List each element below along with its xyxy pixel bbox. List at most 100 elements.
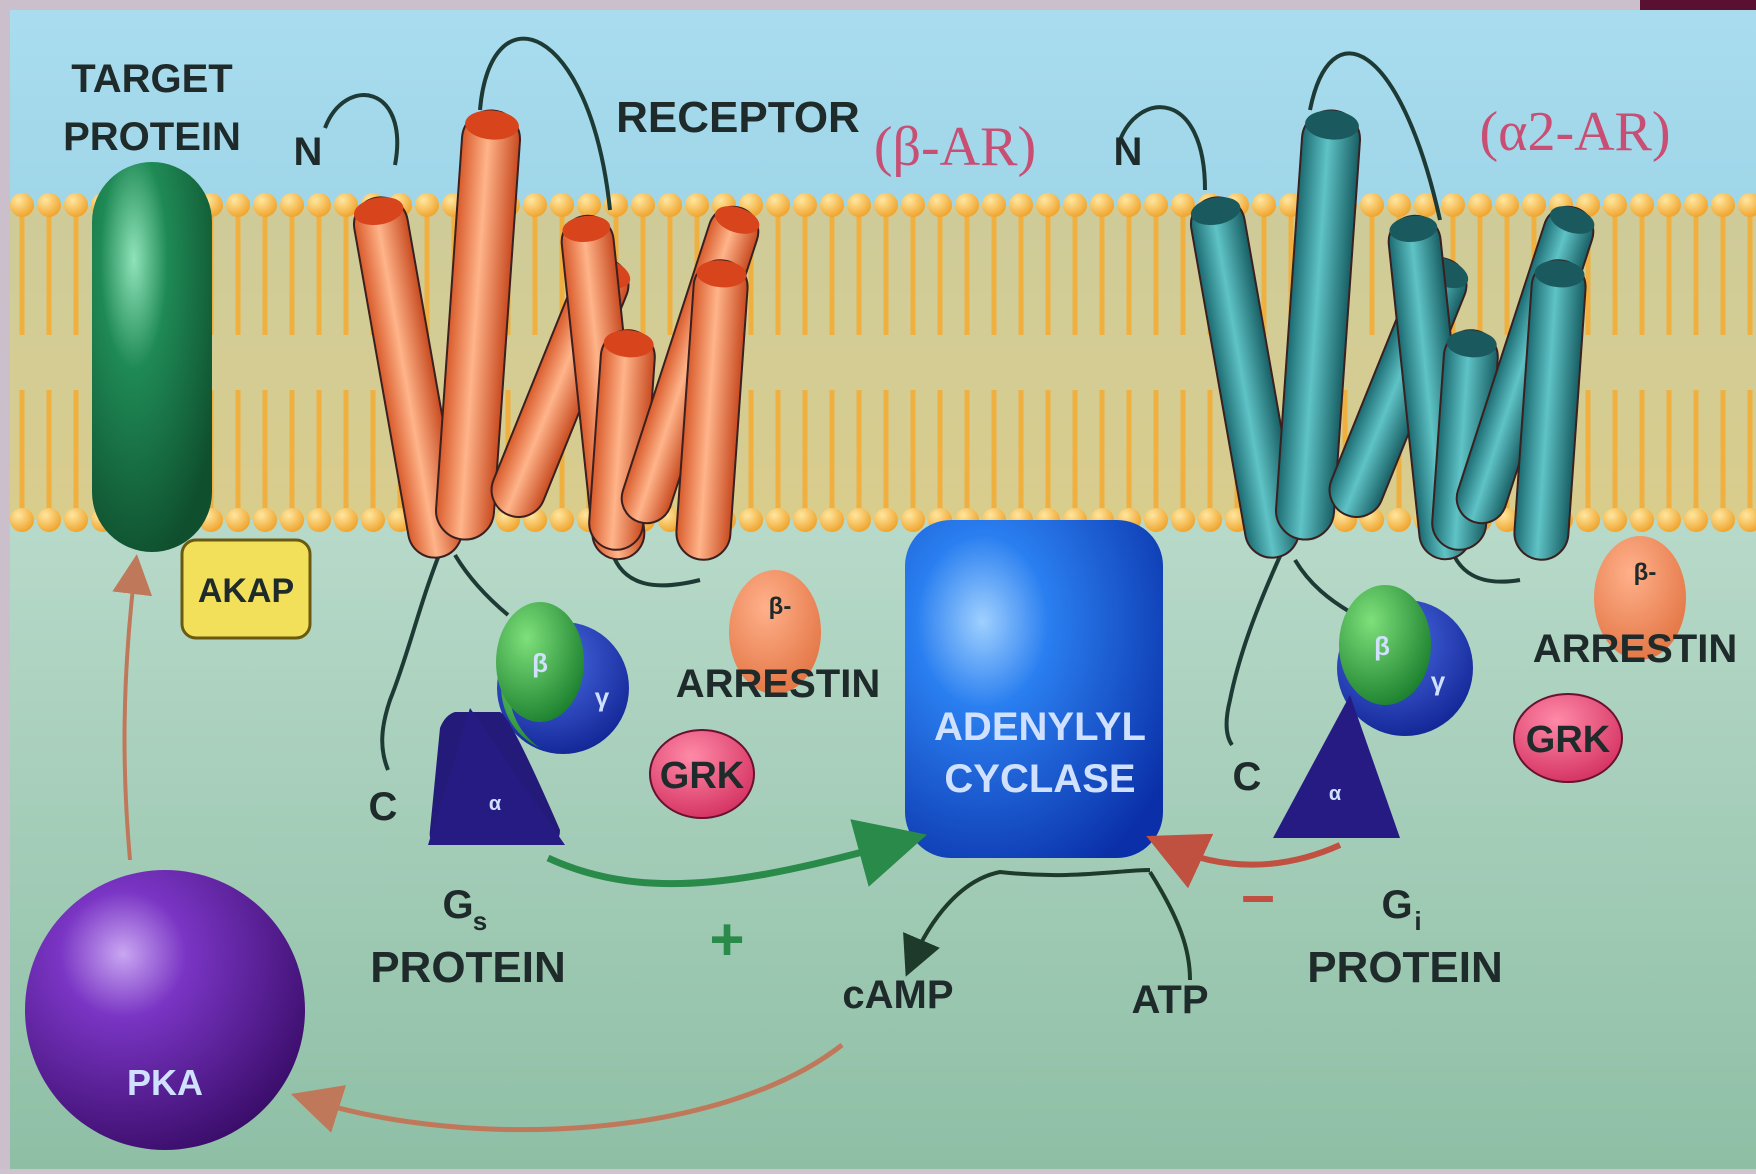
left-arrestin-badge: β-: [769, 593, 792, 620]
right-grk: GRK: [1514, 694, 1622, 782]
lipid-head: [1009, 193, 1033, 217]
lipid-head: [874, 193, 898, 217]
lipid-head: [928, 193, 952, 217]
corner-accent: [1640, 0, 1756, 10]
lipid-head: [1630, 193, 1654, 217]
lipid-head: [1360, 193, 1384, 217]
lipid-head: [10, 508, 34, 532]
gs-beta-label: β: [532, 648, 548, 678]
lipid-head: [253, 193, 277, 217]
lipid-head: [1144, 508, 1168, 532]
lipid-head: [280, 508, 304, 532]
target-protein-label-line2: PROTEIN: [63, 115, 241, 159]
gi-protein-label: PROTEIN: [1307, 943, 1503, 992]
lipid-head: [685, 193, 709, 217]
lipid-head: [280, 193, 304, 217]
left-arrestin-label: ARRESTIN: [676, 662, 880, 706]
gi-gamma-label: γ: [1431, 666, 1446, 696]
lipid-head: [1522, 193, 1546, 217]
lipid-head: [658, 193, 682, 217]
gs-gamma-label: γ: [595, 682, 610, 712]
lipid-head: [1198, 508, 1222, 532]
cyclase-label: CYCLASE: [944, 757, 1135, 801]
lipid-head: [1036, 193, 1060, 217]
lipid-head: [793, 193, 817, 217]
lipid-head: [1468, 193, 1492, 217]
left-grk: GRK: [650, 730, 754, 818]
gs-alpha-label: α: [489, 793, 502, 815]
akap-box: AKAP: [182, 540, 310, 638]
alpha2-ar-label: (α2-AR): [1479, 101, 1670, 163]
lipid-head: [1117, 193, 1141, 217]
lipid-head: [1063, 193, 1087, 217]
akap-label: AKAP: [198, 572, 294, 610]
lipid-head: [820, 193, 844, 217]
lipid-head: [550, 508, 574, 532]
plus-sign: +: [709, 906, 744, 973]
lipid-head: [415, 193, 439, 217]
c-terminus-right: C: [1233, 755, 1262, 799]
lipid-head: [1495, 193, 1519, 217]
lipid-head: [1441, 193, 1465, 217]
lipid-head: [1657, 193, 1681, 217]
lipid-head: [982, 193, 1006, 217]
lipid-head: [847, 508, 871, 532]
lipid-head: [1684, 508, 1708, 532]
adenylyl-label: ADENYLYL: [934, 705, 1146, 749]
lipid-head: [307, 193, 331, 217]
lipid-head: [1387, 193, 1411, 217]
lipid-head: [1711, 508, 1735, 532]
camp-label: cAMP: [842, 973, 953, 1017]
n-terminus-left: N: [294, 130, 323, 174]
n-terminus-right: N: [1114, 130, 1143, 174]
lipid-head: [37, 193, 61, 217]
lipid-head: [901, 508, 925, 532]
c-terminus-left: C: [369, 785, 398, 829]
target-protein-label-line1: TARGET: [71, 57, 232, 101]
gi-g-label: G: [1381, 883, 1412, 927]
lipid-head: [766, 193, 790, 217]
lipid-head: [334, 508, 358, 532]
lipid-head: [1090, 193, 1114, 217]
lipid-head: [1252, 193, 1276, 217]
lipid-head: [1603, 193, 1627, 217]
lipid-head: [37, 508, 61, 532]
receptor-label: RECEPTOR: [616, 93, 860, 142]
lipid-head: [10, 193, 34, 217]
atp-label: ATP: [1131, 978, 1208, 1022]
gs-protein-label: PROTEIN: [370, 943, 566, 992]
lipid-head: [901, 193, 925, 217]
lipid-head: [847, 193, 871, 217]
left-grk-label: GRK: [660, 755, 745, 797]
lipid-head: [874, 508, 898, 532]
gi-beta-label: β: [1374, 631, 1390, 661]
adenylyl-cyclase: ADENYLYL CYCLASE: [905, 520, 1163, 858]
right-grk-label: GRK: [1526, 719, 1611, 761]
lipid-head: [766, 508, 790, 532]
lipid-head: [1144, 193, 1168, 217]
lipid-head: [1603, 508, 1627, 532]
lipid-head: [64, 193, 88, 217]
lipid-head: [1630, 508, 1654, 532]
lipid-head: [307, 508, 331, 532]
lipid-head: [955, 193, 979, 217]
lipid-head: [1711, 193, 1735, 217]
lipid-head: [631, 193, 655, 217]
lipid-head: [226, 193, 250, 217]
lipid-head: [820, 508, 844, 532]
right-arrestin-badge: β-: [1634, 559, 1657, 586]
gs-g-label: G: [442, 883, 473, 927]
lipid-head: [1387, 508, 1411, 532]
lipid-head: [253, 508, 277, 532]
minus-sign: –: [1241, 861, 1274, 928]
lipid-head: [64, 508, 88, 532]
beta-ar-label: (β-AR): [874, 116, 1036, 178]
lipid-head: [793, 508, 817, 532]
gi-subscript: i: [1414, 906, 1421, 936]
lipid-head: [361, 508, 385, 532]
lipid-head: [550, 193, 574, 217]
lipid-head: [523, 193, 547, 217]
gs-subscript: s: [473, 906, 487, 936]
